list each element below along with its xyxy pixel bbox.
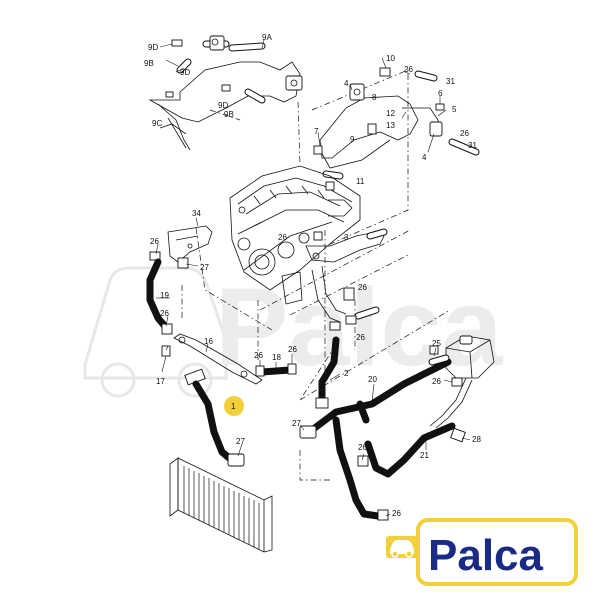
callout-26: 26 bbox=[288, 345, 297, 354]
callout-17: 17 bbox=[156, 377, 165, 386]
callout-27: 27 bbox=[236, 437, 245, 446]
expansion-tank bbox=[428, 335, 495, 387]
callout-26: 26 bbox=[392, 509, 401, 518]
callout-26: 26 bbox=[358, 283, 367, 292]
callout-4: 4 bbox=[344, 79, 349, 88]
callout-9c: 9C bbox=[152, 119, 162, 128]
callout-8: 8 bbox=[372, 93, 377, 102]
callout-21: 21 bbox=[420, 451, 429, 460]
mid-right-pipes bbox=[305, 181, 388, 331]
callout-28: 28 bbox=[472, 435, 481, 444]
callout-19: 19 bbox=[160, 291, 169, 300]
left-hose-19 bbox=[146, 225, 213, 335]
callout-26: 26 bbox=[432, 377, 441, 386]
callout-26: 26 bbox=[278, 233, 287, 242]
callout-26: 26 bbox=[254, 351, 263, 360]
callout-27: 27 bbox=[200, 263, 209, 272]
callout-13: 13 bbox=[386, 121, 395, 130]
pipe-16-hose-18 bbox=[161, 333, 297, 385]
callout-34: 34 bbox=[192, 209, 201, 218]
engine-block bbox=[229, 165, 361, 305]
callout-7: 7 bbox=[314, 127, 319, 136]
callout-26: 26 bbox=[356, 333, 365, 342]
callout-9: 9 bbox=[350, 135, 355, 144]
callout-labels: 9D 9A 9B 9D 9D 9C 9B 10 26 31 4 8 6 5 12… bbox=[144, 33, 481, 518]
upper-right-pipe-assembly bbox=[313, 67, 480, 180]
callout-31: 31 bbox=[446, 77, 455, 86]
callout-26: 26 bbox=[404, 65, 413, 74]
callout-9d: 9D bbox=[218, 101, 228, 110]
callout-12: 12 bbox=[386, 109, 395, 118]
callout-9b: 9B bbox=[144, 59, 154, 68]
callout-26: 26 bbox=[150, 237, 159, 246]
hose-2 bbox=[315, 336, 340, 409]
hose-1 bbox=[184, 368, 245, 467]
upper-left-pipe-assembly bbox=[148, 35, 303, 151]
lower-hoses bbox=[299, 358, 473, 521]
radiator bbox=[169, 457, 273, 553]
callout-2: 2 bbox=[344, 369, 349, 378]
logo-text: Palca bbox=[428, 531, 544, 580]
car-icon bbox=[386, 536, 418, 558]
callout-3: 3 bbox=[344, 233, 349, 242]
callout-26: 26 bbox=[358, 443, 367, 452]
callout-31: 31 bbox=[468, 141, 477, 150]
callout-20: 20 bbox=[368, 375, 377, 384]
callout-6: 6 bbox=[438, 89, 443, 98]
callout-1: 1 bbox=[231, 402, 236, 411]
callout-9b: 9B bbox=[224, 110, 234, 119]
callout-11: 11 bbox=[356, 177, 365, 186]
callout-26: 26 bbox=[160, 309, 169, 318]
callout-4: 4 bbox=[422, 153, 427, 162]
callout-26: 26 bbox=[460, 129, 469, 138]
callout-9a: 9A bbox=[262, 33, 272, 42]
leader-lines bbox=[155, 39, 471, 517]
callout-25: 25 bbox=[432, 339, 441, 348]
part-1-highlight bbox=[224, 396, 244, 416]
callout-10: 10 bbox=[386, 54, 395, 63]
callout-9d: 9D bbox=[180, 68, 190, 77]
palca-logo: Palca bbox=[386, 518, 578, 586]
callout-5: 5 bbox=[452, 105, 457, 114]
callout-18: 18 bbox=[272, 353, 281, 362]
callout-16: 16 bbox=[204, 337, 213, 346]
callout-9d: 9D bbox=[148, 43, 158, 52]
callout-27: 27 bbox=[292, 419, 301, 428]
logo-frame bbox=[416, 518, 578, 586]
